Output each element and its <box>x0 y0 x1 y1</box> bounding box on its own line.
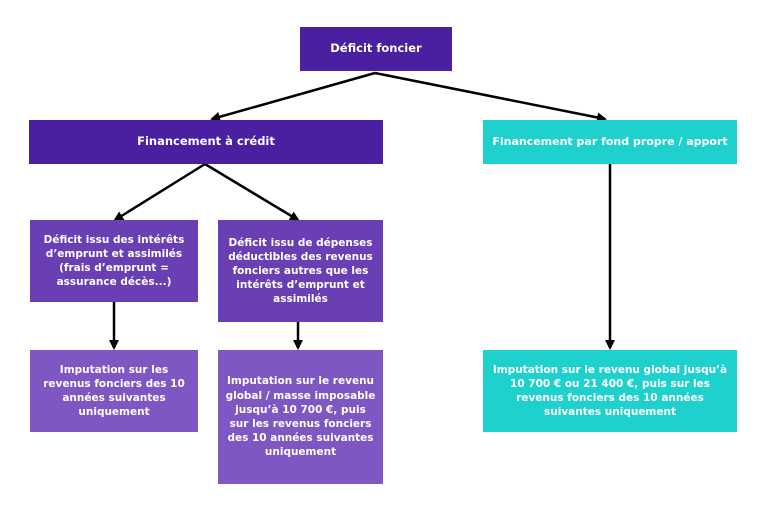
credit-label: Financement à crédit <box>137 134 275 149</box>
root-node: Déficit foncier <box>300 27 452 71</box>
arrow-credit-to-depenses <box>204 162 300 222</box>
arrow-root-to-credit <box>210 71 376 122</box>
root-label: Déficit foncier <box>330 41 422 56</box>
apport-node: Financement par fond propre / apport <box>483 120 737 164</box>
depenses-imputation-node: Imputation sur le revenu global / masse … <box>218 350 383 484</box>
arrow-root-to-apport <box>374 71 607 123</box>
interets-imputation-node: Imputation sur les revenus fonciers des … <box>30 350 198 432</box>
interets-node: Déficit issu des intérêts d’emprunt et a… <box>30 220 198 302</box>
arrow-credit-to-interets <box>113 162 206 222</box>
apport-imputation-label: Imputation sur le revenu global jusqu’à … <box>492 363 728 419</box>
interets-imputation-label: Imputation sur les revenus fonciers des … <box>43 363 185 419</box>
depenses-label: Déficit issu de dépenses déductibles des… <box>228 236 373 306</box>
interets-label: Déficit issu des intérêts d’emprunt et a… <box>43 233 185 289</box>
credit-node: Financement à crédit <box>29 120 383 164</box>
depenses-node: Déficit issu de dépenses déductibles des… <box>218 220 383 322</box>
depenses-imputation-label: Imputation sur le revenu global / masse … <box>225 375 376 459</box>
apport-label: Financement par fond propre / apport <box>492 134 728 148</box>
apport-imputation-node: Imputation sur le revenu global jusqu’à … <box>483 350 737 432</box>
